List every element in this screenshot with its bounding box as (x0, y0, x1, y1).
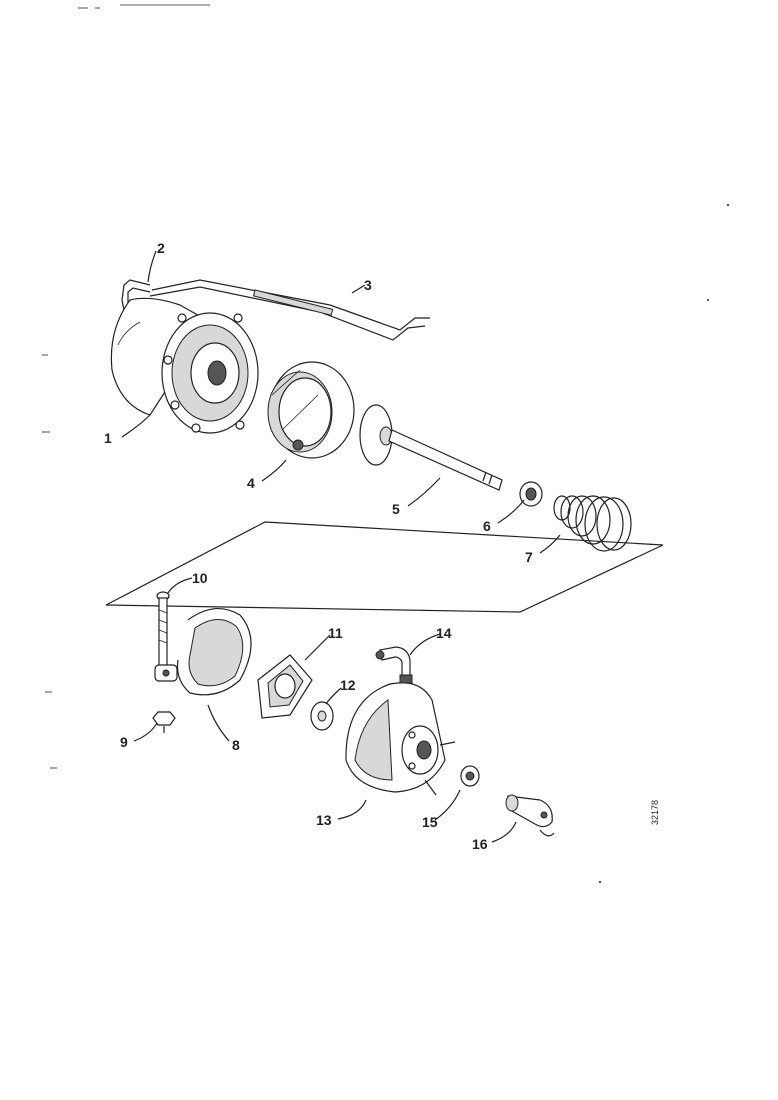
callout-10: 10 (192, 570, 208, 586)
callout-4: 4 (247, 475, 255, 491)
part-15-nut (460, 765, 480, 787)
part-8-clamp-ring (154, 608, 252, 696)
callout-1: 1 (104, 430, 112, 446)
part-4-diaphragm-cup (267, 361, 355, 459)
callout-2: 2 (157, 240, 165, 256)
callout-8: 8 (232, 737, 240, 753)
callout-3: 3 (364, 277, 372, 293)
callout-12: 12 (340, 677, 356, 693)
callout-11: 11 (328, 625, 343, 641)
callout-15: 15 (422, 814, 438, 830)
part-13-front-cover (345, 682, 456, 796)
callout-7: 7 (525, 549, 533, 565)
part-16-clevis (505, 794, 555, 837)
scan-artifacts (42, 4, 729, 883)
part-9-nut (152, 711, 176, 733)
part-2-3-pipe (121, 279, 430, 341)
callout-9: 9 (120, 734, 128, 750)
callout-13: 13 (316, 812, 332, 828)
callout-5: 5 (392, 501, 400, 517)
part-1-chamber-body (110, 297, 259, 434)
part-14-elbow-fitting (375, 646, 413, 684)
part-5-push-rod (359, 404, 503, 491)
leader-lines (121, 250, 561, 843)
part-10-bolt (156, 591, 170, 671)
part-12-washer (310, 701, 334, 731)
part-11-gasket (257, 654, 313, 719)
assembly-group-bracket (105, 521, 664, 613)
callout-16: 16 (472, 836, 488, 852)
part-7-spring (553, 495, 632, 552)
part-6-nut (519, 481, 543, 507)
callout-6: 6 (483, 518, 491, 534)
callout-numbers: 1 2 3 4 5 6 7 8 9 10 11 12 13 14 15 16 (104, 240, 533, 852)
callout-14: 14 (436, 625, 452, 641)
figure-reference-code: 32178 (650, 800, 660, 825)
